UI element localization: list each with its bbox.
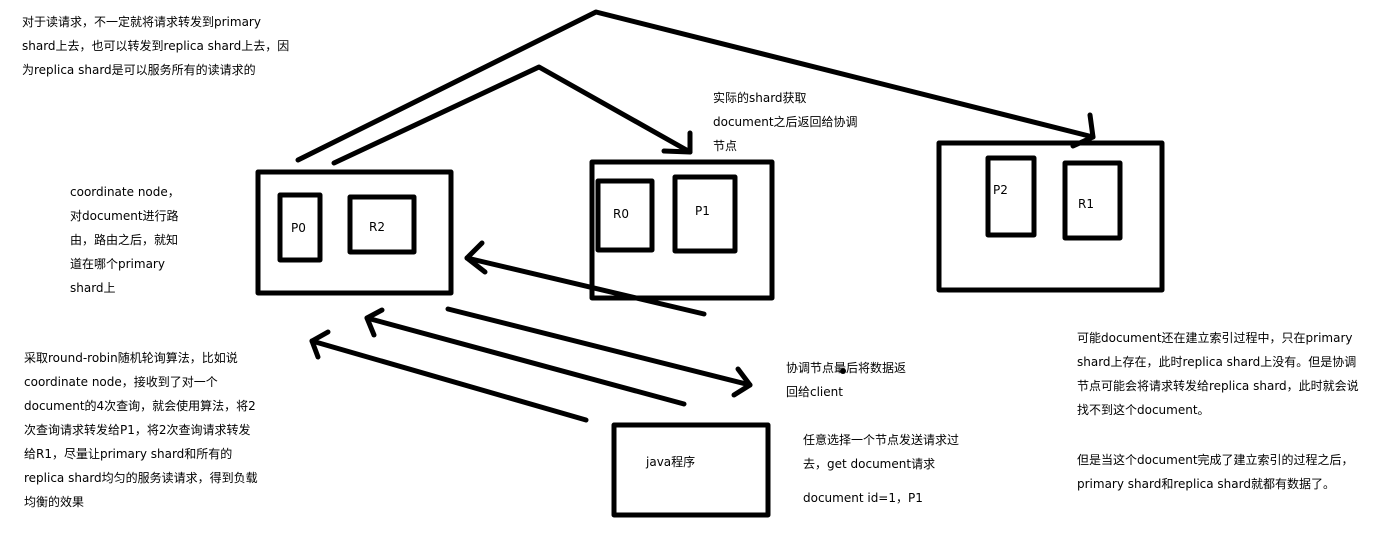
arrow-node1-to-return-head bbox=[731, 366, 753, 398]
cursor-dot bbox=[840, 368, 846, 374]
node-3-box bbox=[936, 140, 1165, 293]
arrow-client-to-node1-head bbox=[364, 307, 385, 338]
shard-p1-box bbox=[672, 174, 738, 254]
note-coordinate-node: coordinate node， 对document进行路 由，路由之后，就知 … bbox=[70, 185, 180, 295]
shard-r2-label: R2 bbox=[369, 220, 385, 234]
note-index-done: 但是当这个document完成了建立索引的过程之后， primary shard… bbox=[1077, 453, 1354, 491]
note-return-client: 协调节点最后将数据返 回给client bbox=[786, 361, 907, 399]
arrow-client-to-node1 bbox=[364, 315, 687, 407]
shard-p2-label: P2 bbox=[993, 183, 1008, 197]
node-1-box bbox=[255, 169, 454, 296]
note-actual-shard: 实际的shard获取 document之后返回给协调 节点 bbox=[713, 91, 858, 153]
client-box bbox=[611, 422, 771, 518]
shard-r2-box bbox=[347, 194, 417, 255]
arrow-node2-to-node1 bbox=[464, 255, 707, 317]
shard-p2-box bbox=[985, 155, 1037, 238]
arrow-to-node3 bbox=[295, 9, 1096, 163]
note-send-request: 任意选择一个节点发送请求过 去，get document请求 bbox=[803, 433, 960, 471]
shard-p1-label: P1 bbox=[695, 204, 710, 218]
arrow-node2-to-node1-head bbox=[464, 240, 488, 275]
client-label: java程序 bbox=[646, 455, 696, 469]
shard-p0-box bbox=[277, 192, 323, 263]
arrow-to-node3-head bbox=[1070, 112, 1096, 149]
note-maybe-indexing: 可能document还在建立索引过程中，只在primary shard上存在，此… bbox=[1077, 331, 1359, 417]
shard-r0-label: R0 bbox=[613, 207, 629, 221]
shard-r1-label: R1 bbox=[1078, 197, 1094, 211]
shard-p0-label: P0 bbox=[291, 221, 306, 235]
shard-r0-box bbox=[595, 178, 655, 253]
note-read-request: 对于读请求，不一定就将请求转发到primary shard上去，也可以转发到re… bbox=[22, 15, 290, 77]
shard-r1-box bbox=[1062, 160, 1123, 241]
node-2-box bbox=[589, 159, 775, 301]
arrow-to-node2 bbox=[331, 64, 693, 166]
arrow-to-node2-head bbox=[661, 130, 693, 155]
note-round-robin: 采取round-robin随机轮询算法，比如说 coordinate node，… bbox=[24, 351, 258, 509]
arrow-client-to-note-head bbox=[309, 329, 331, 360]
arrow-client-to-note bbox=[309, 338, 589, 423]
note-doc-id: document id=1，P1 bbox=[803, 491, 923, 505]
arrow-node1-to-return bbox=[445, 306, 753, 388]
